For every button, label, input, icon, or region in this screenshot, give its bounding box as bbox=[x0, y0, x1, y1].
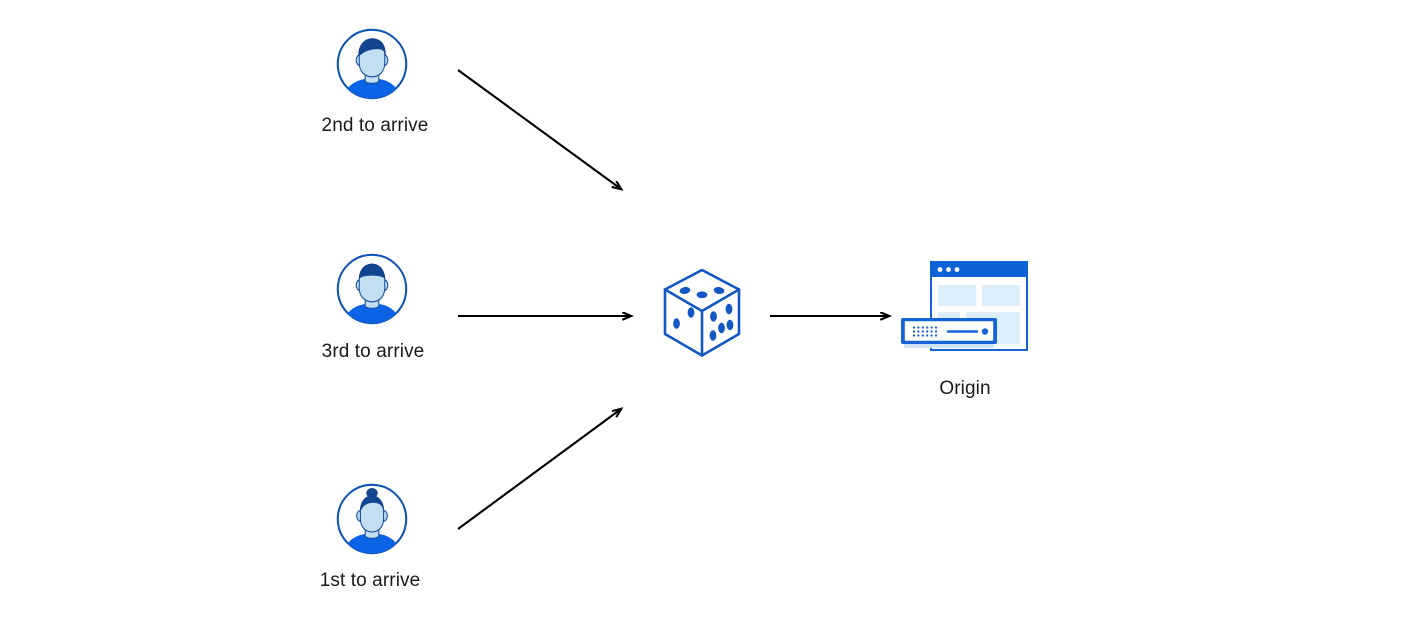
rack-server-icon bbox=[901, 318, 997, 348]
user-2nd-label: 2nd to arrive bbox=[321, 115, 429, 136]
user-avatar-bun-hair-icon bbox=[335, 482, 409, 556]
user-avatar-short-hair-icon bbox=[335, 27, 409, 101]
origin-label: Origin bbox=[939, 378, 991, 399]
user-1st-label: 1st to arrive bbox=[319, 570, 421, 591]
dice-icon bbox=[659, 264, 745, 362]
user-avatar-short-hair-icon bbox=[335, 252, 409, 326]
origin-server-browser-icon bbox=[897, 258, 1037, 358]
user-3rd-label: 3rd to arrive bbox=[321, 341, 425, 362]
arrow-1st-to-dice bbox=[457, 409, 621, 530]
